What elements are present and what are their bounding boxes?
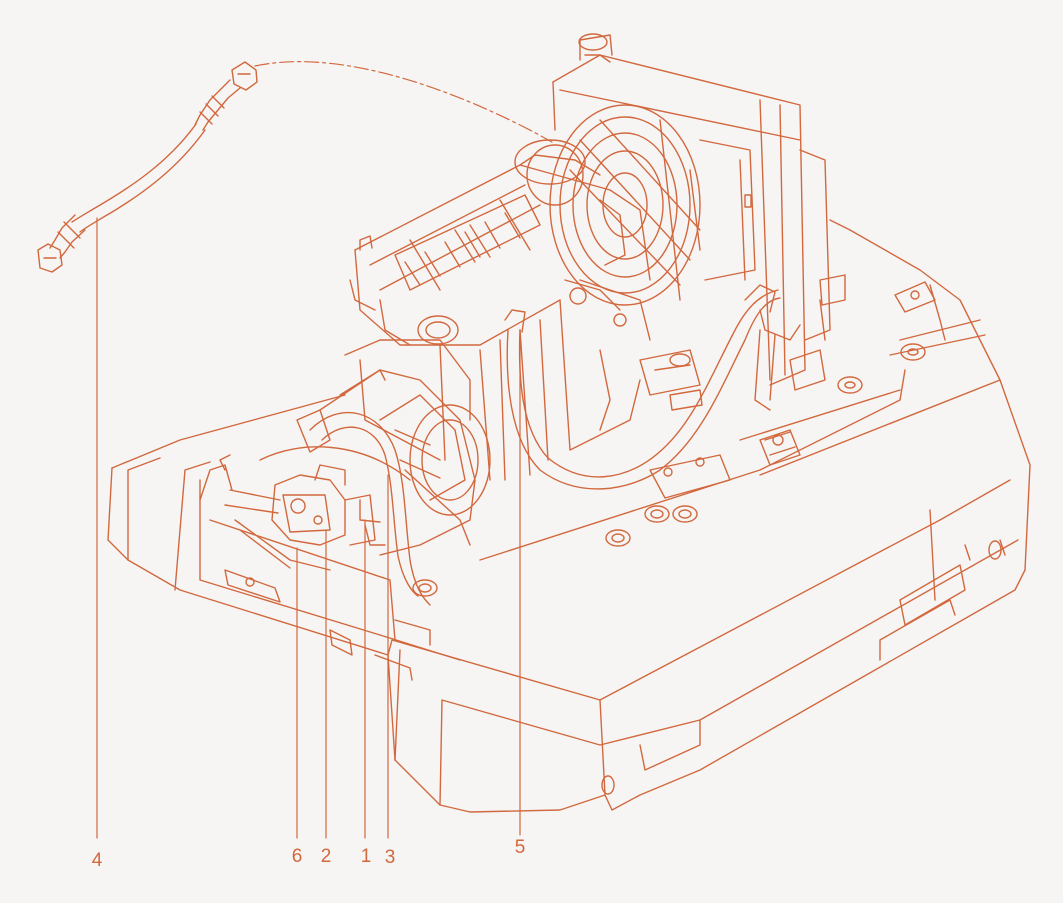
detached-hose-assembly [37, 61, 258, 273]
callout-4: 4 [92, 850, 103, 871]
pump-housing [271, 369, 491, 556]
dashed-connection-line [254, 61, 553, 143]
right-brackets [669, 274, 946, 456]
radiator-fan-assembly [549, 33, 831, 391]
callout-labels: 4 6 2 1 3 5 [92, 837, 526, 871]
callout-3: 3 [385, 847, 396, 868]
engine-block [344, 139, 701, 481]
lower-cover [224, 569, 431, 681]
base-housing [107, 219, 1031, 813]
callout-2: 2 [321, 846, 332, 867]
leader-lines [96, 61, 553, 839]
callout-1: 1 [361, 846, 372, 867]
deck-plate [479, 343, 926, 561]
callout-5: 5 [515, 837, 526, 858]
callout-6: 6 [292, 846, 303, 867]
front-hoses [199, 409, 438, 606]
main-coolant-hose [504, 284, 801, 490]
